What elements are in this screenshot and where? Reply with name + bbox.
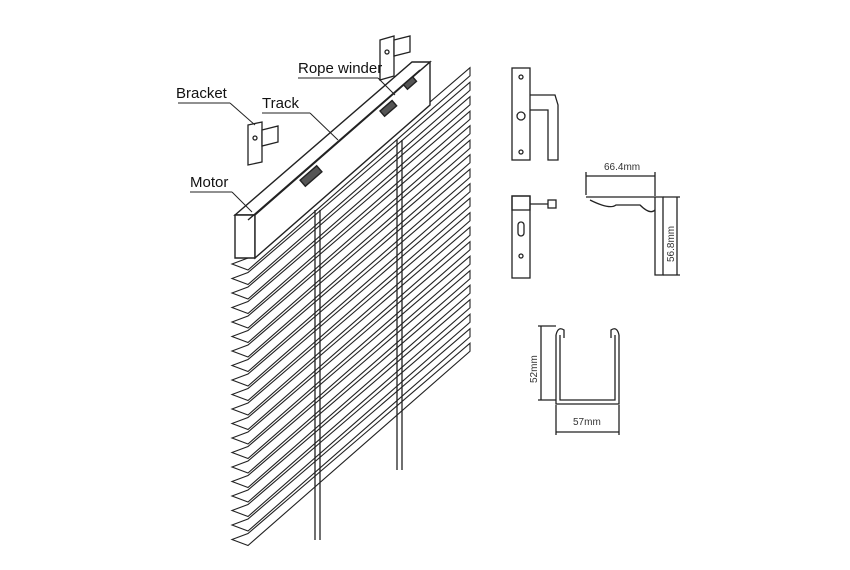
bracket-motor-view — [511, 195, 557, 279]
slat — [230, 298, 471, 503]
headrail-track — [233, 60, 432, 260]
slat — [230, 197, 471, 402]
slat — [230, 66, 471, 271]
label-bracket: Bracket — [176, 85, 228, 102]
label-rope-winder: Rope winder — [298, 60, 382, 77]
slat — [230, 269, 471, 474]
dimension-56-8mm: 56.8mm — [666, 226, 677, 262]
bracket-top-icon — [379, 35, 411, 81]
slat — [230, 168, 471, 373]
slat — [230, 342, 471, 547]
rope-winder-unit — [379, 99, 398, 118]
label-motor: Motor — [190, 174, 228, 191]
track-cross-section — [538, 325, 620, 435]
slat — [230, 81, 471, 286]
slat — [230, 139, 471, 344]
bracket-left-icon — [247, 121, 279, 166]
slat — [230, 284, 471, 489]
slat — [230, 124, 471, 329]
slat — [230, 240, 471, 445]
slat — [230, 313, 471, 518]
dimension-57mm: 57mm — [573, 417, 601, 428]
slat — [230, 110, 471, 315]
slat — [230, 327, 471, 532]
callout-lines — [178, 77, 396, 213]
label-track: Track — [262, 95, 299, 112]
slat — [230, 211, 471, 416]
slat — [230, 95, 471, 300]
slat — [230, 255, 471, 460]
ladder-strings — [314, 140, 403, 540]
bracket-front-view — [511, 67, 559, 161]
bracket-profile-view — [585, 172, 680, 276]
dimension-66-4mm: 66.4mm — [604, 162, 640, 173]
dimension-52mm: 52mm — [529, 355, 540, 383]
blind-slats — [230, 66, 471, 547]
slat — [230, 182, 471, 387]
motor-unit — [299, 164, 323, 188]
slat — [230, 153, 471, 358]
slat — [230, 226, 471, 431]
